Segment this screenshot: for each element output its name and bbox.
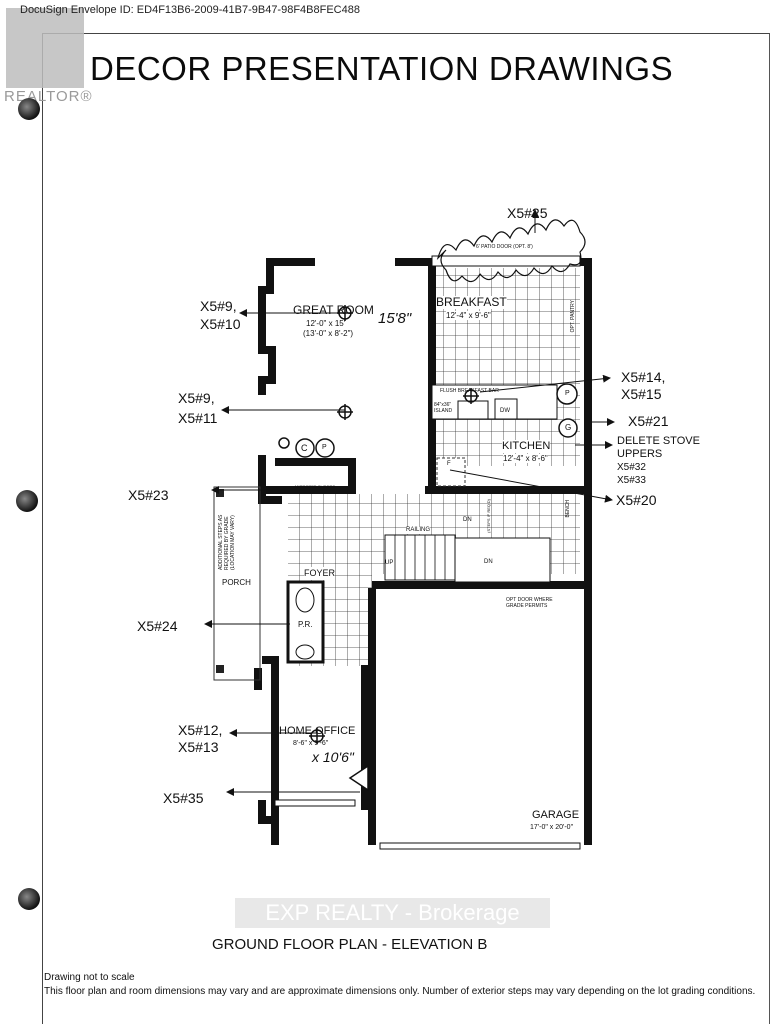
room-dim-alt-great-room: (13'-0" x 8'-2"): [303, 329, 354, 338]
callout-x5-35: X5#35: [163, 790, 204, 806]
plan-title: GROUND FLOOR PLAN - ELEVATION B: [212, 936, 488, 953]
handwritten-dim-great-room: 15'8": [378, 310, 412, 327]
callout-x5-14: X5#14,: [621, 369, 666, 385]
stairs-up-label: UP: [385, 560, 394, 566]
callout-x5-9: X5#9,: [200, 298, 237, 314]
opt-door-label: OPT DOOR WHERE GRADE PERMITS: [506, 597, 553, 609]
room-name-kitchen: KITCHEN: [502, 440, 551, 453]
patio-door-revision-cloud: [436, 219, 586, 283]
room-name-home-office: HOME OFFICE: [279, 725, 356, 737]
mirrored-sliders-label: MIRRORED SLIDERS: [295, 484, 336, 489]
patio-door-label: 6' PATIO DOOR (OPT. 8'): [476, 244, 533, 250]
binder-hole-icon: [18, 888, 40, 910]
callout-x5-10: X5#10: [200, 316, 241, 332]
binder-hole-icon: [16, 490, 38, 512]
callout-x5-20: X5#20: [616, 492, 657, 508]
room-dim-garage: 17'-0" x 20'-0": [530, 824, 574, 831]
callout-x5-9b: X5#9,: [178, 390, 215, 406]
sink-icon: [457, 400, 489, 420]
stairs-down-label-2: DN: [484, 559, 493, 565]
callout-arrows: [204, 209, 615, 796]
callout-delete-stove: DELETE STOVE: [617, 435, 700, 447]
elevation-marker-icon: [348, 764, 369, 792]
stairs: [384, 534, 456, 581]
callout-x5-23: X5#23: [128, 487, 169, 503]
callout-x5-13: X5#13: [178, 739, 219, 755]
callout-x5-33: X5#33: [617, 475, 646, 486]
dishwasher-label: DW: [500, 408, 510, 414]
room-name-garage: GARAGE: [532, 809, 580, 821]
stove-label: G: [565, 423, 572, 432]
room-name-breakfast: BREAKFAST: [436, 295, 507, 309]
room-dim-great-room: 12'-0" x 15': [306, 319, 346, 328]
room-dim-kitchen: 12'-4" x 8'-6": [503, 454, 548, 463]
room-name-porch: PORCH: [222, 578, 251, 587]
callout-x5-12: X5#12,: [178, 722, 223, 738]
scale-note: Drawing not to scale: [44, 972, 135, 983]
room-name-great-room: GREAT ROOM: [293, 303, 374, 317]
room-name-foyer: FOYER: [304, 567, 336, 580]
page-title: DECOR PRESENTATION DRAWINGS: [90, 50, 674, 87]
room-name-powder-room: P.R.: [298, 620, 313, 629]
callout-x5-11: X5#11: [178, 410, 218, 426]
watermark: EXP REALTY - Brokerage: [235, 898, 550, 928]
callout-x5-24: X5#24: [137, 618, 178, 634]
binder-hole-icon: [18, 98, 40, 120]
room-dim-breakfast: 12'-4" x 9'-6": [446, 311, 491, 320]
handwritten-dim-home-office: x 10'6": [312, 749, 354, 765]
light-fixture-marker-icons: [309, 305, 479, 744]
callout-x5-25: X5#25: [507, 205, 548, 221]
island-label: 84"x36" ISLAND: [434, 402, 453, 414]
porch-outline: [213, 486, 261, 681]
pantry-p-label: P: [565, 390, 570, 397]
stairs-down-label: DN: [463, 517, 472, 523]
callout-x5-32: X5#32: [617, 462, 646, 473]
callout-x5-15: X5#15: [621, 386, 662, 402]
porch-steps-note: ADDITIONAL STEPS AS REQUIRED BY GRADE (L…: [218, 514, 236, 570]
realtor-logo: [6, 8, 84, 88]
breakfast-bar-label: FLUSH BREAKFAST BAR: [440, 388, 499, 394]
pantry-label: OPT. PANTRY: [570, 300, 576, 333]
bench-label: BENCH: [565, 500, 571, 518]
p-label: P: [322, 444, 327, 451]
c-label: C: [301, 443, 308, 453]
room-dim-home-office: 8'-6" x 9'-6": [293, 740, 329, 747]
callout-uppers: UPPERS: [617, 448, 663, 460]
fridge-label: F: [447, 461, 451, 467]
disclaimer-note: This floor plan and room dimensions may …: [44, 986, 756, 997]
steps-label: (STEPS IF REQ'D): [486, 499, 491, 533]
page-frame: [42, 33, 770, 1024]
railing-label: RAILING: [406, 527, 431, 534]
callout-x5-21: X5#21: [628, 413, 669, 429]
envelope-id: DocuSign Envelope ID: ED4F13B6-2009-41B7…: [20, 4, 360, 16]
